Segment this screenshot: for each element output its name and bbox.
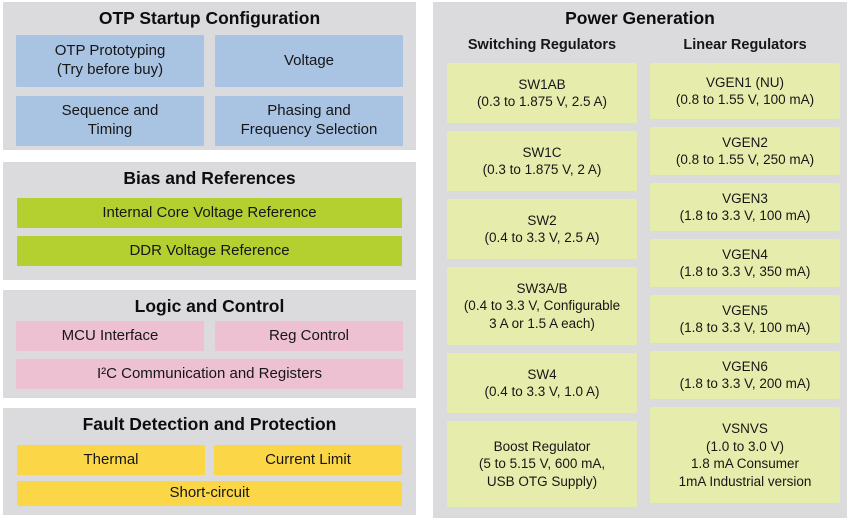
otp-startup-title: OTP Startup Configuration: [98, 8, 321, 28]
box-mcu-interface: MCU Interface: [16, 321, 204, 352]
logic-control-title: Logic and Control: [134, 296, 285, 316]
box-vgen5: VGEN5 (1.8 to 3.3 V, 100 mA): [650, 295, 840, 344]
box-short-circuit: Short-circuit: [17, 481, 402, 507]
box-vgen2: VGEN2 (0.8 to 1.55 V, 250 mA): [650, 127, 840, 176]
box-i2c-communication-registers: I²C Communication and Registers: [16, 359, 403, 390]
box-vgen6: VGEN6 (1.8 to 3.3 V, 200 mA): [650, 351, 840, 400]
otp-box-grid: OTP Prototyping (Try before buy) Voltage…: [16, 35, 403, 147]
regulator-columns: SW1AB (0.3 to 1.875 V, 2.5 A) SW1C (0.3 …: [433, 63, 847, 508]
switching-regulators-column: SW1AB (0.3 to 1.875 V, 2.5 A) SW1C (0.3 …: [447, 63, 637, 508]
logic-box-row: MCU Interface Reg Control: [16, 321, 403, 352]
box-vgen4: VGEN4 (1.8 to 3.3 V, 350 mA): [650, 239, 840, 288]
fault-box-row: Thermal Current Limit: [17, 445, 402, 476]
box-otp-prototyping: OTP Prototyping (Try before buy): [16, 35, 204, 88]
panel-bias-references: Bias and References Internal Core Voltag…: [3, 162, 416, 280]
box-sw4: SW4 (0.4 to 3.3 V, 1.0 A): [447, 353, 637, 414]
box-sw2: SW2 (0.4 to 3.3 V, 2.5 A): [447, 199, 637, 260]
box-vgen1: VGEN1 (NU) (0.8 to 1.55 V, 100 mA): [650, 63, 840, 120]
linear-regulators-column: VGEN1 (NU) (0.8 to 1.55 V, 100 mA) VGEN2…: [650, 63, 840, 504]
box-boost-regulator: Boost Regulator (5 to 5.15 V, 600 mA, US…: [447, 421, 637, 508]
regulator-column-headers: Switching Regulators Linear Regulators: [433, 37, 847, 53]
panel-logic-control: Logic and Control MCU Interface Reg Cont…: [3, 290, 416, 398]
bias-references-title: Bias and References: [123, 168, 296, 188]
box-sw3ab: SW3A/B (0.4 to 3.3 V, Configurable 3 A o…: [447, 267, 637, 346]
box-sw1ab: SW1AB (0.3 to 1.875 V, 2.5 A): [447, 63, 637, 124]
box-current-limit: Current Limit: [214, 445, 402, 476]
power-generation-title: Power Generation: [565, 8, 715, 28]
box-sequence-timing: Sequence and Timing: [16, 96, 204, 147]
box-sw1c: SW1C (0.3 to 1.875 V, 2 A): [447, 131, 637, 192]
box-vgen3: VGEN3 (1.8 to 3.3 V, 100 mA): [650, 183, 840, 232]
box-voltage: Voltage: [215, 35, 403, 88]
fault-protection-title: Fault Detection and Protection: [82, 414, 337, 434]
box-reg-control: Reg Control: [215, 321, 403, 352]
panel-otp-startup: OTP Startup Configuration OTP Prototypin…: [3, 2, 416, 150]
box-internal-core-voltage-reference: Internal Core Voltage Reference: [17, 198, 402, 229]
panel-power-generation: Power Generation Switching Regulators Li…: [433, 2, 847, 518]
switching-regulators-header: Switching Regulators: [467, 37, 617, 54]
linear-regulators-header: Linear Regulators: [683, 37, 807, 54]
box-phasing-frequency: Phasing and Frequency Selection: [215, 96, 403, 147]
box-vsnvs: VSNVS (1.0 to 3.0 V) 1.8 mA Consumer 1mA…: [650, 407, 840, 504]
box-ddr-voltage-reference: DDR Voltage Reference: [17, 236, 402, 267]
box-thermal: Thermal: [17, 445, 205, 476]
panel-fault-protection: Fault Detection and Protection Thermal C…: [3, 408, 416, 515]
